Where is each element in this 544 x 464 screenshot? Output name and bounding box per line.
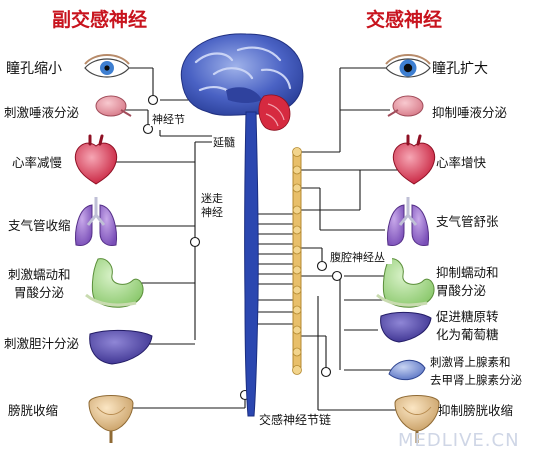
label-heart-rate-fast: 心率增快 [436,155,487,170]
label-gastric-acid-right: 胃酸分泌 [436,283,487,298]
label-stimulate-saliva: 刺激唾液分泌 [4,105,80,120]
label-inhibit-bladder: 抑制膀胱收缩 [438,403,513,418]
title-parasympathetic: 副交感神经 [52,8,147,31]
ganglion-node [331,270,343,282]
label-medulla: 延髓 [213,136,235,149]
label-vagus-1: 迷走 [201,192,223,205]
label-pupil-constrict: 瞳孔缩小 [6,60,62,77]
left-eye-icon [84,54,130,78]
left-salivary-gland-icon [95,95,132,117]
spinal-cord [244,111,259,417]
right-eye-icon [385,54,431,78]
right-adrenal-gland-icon [388,359,426,381]
title-sympathetic: 交感神经 [366,8,442,31]
label-heart-rate-slow: 心率减慢 [12,155,63,170]
label-stimulate-peristalsis: 刺激蠕动和 [8,267,71,282]
label-celiac-plexus: 腹腔神经丛 [330,250,385,264]
right-heart-icon [392,134,436,185]
ganglion-node [316,260,328,272]
label-noradrenaline-secretion: 去甲肾上腺素分泌 [430,373,522,387]
sympathetic-chain [292,147,302,375]
label-inhibit-saliva: 抑制唾液分泌 [432,105,508,120]
right-bladder-icon [394,395,440,443]
label-to-glucose: 化为葡萄糖 [436,327,499,342]
label-gastric-acid: 胃酸分泌 [14,285,65,300]
right-salivary-gland-icon [387,95,424,117]
label-bronchi-dilate: 支气管舒张 [436,214,499,229]
left-liver-icon [89,329,153,365]
right-lungs-icon [387,197,429,246]
label-sympathetic-chain: 交感神经节链 [259,412,331,427]
label-bronchi-constrict: 支气管收缩 [8,218,71,233]
label-pupil-dilate: 瞳孔扩大 [432,60,488,77]
ganglion-node [320,366,332,378]
left-stomach-icon [85,258,144,308]
ganglion-node [147,94,159,106]
right-stomach-icon [376,258,435,308]
label-bladder-contract: 膀胱收缩 [8,403,58,418]
label-stimulate-adrenaline: 刺激肾上腺素和 [430,355,511,369]
label-stimulate-bile: 刺激胆汁分泌 [4,336,80,351]
label-glycogen-convert: 促进糖原转 [436,309,499,324]
label-vagus-2: 神经 [201,205,223,219]
right-liver-icon [380,311,432,343]
ganglion-node [189,236,201,248]
ganglion-node [142,123,154,135]
left-lungs-icon [75,197,117,246]
watermark: MEDLIVE.CN [398,430,520,451]
brain [180,33,304,131]
cerebellum [258,94,291,131]
label-inhibit-peristalsis: 抑制蠕动和 [436,265,499,280]
label-ganglion: 神经节 [152,112,185,126]
left-bladder-icon [88,395,134,443]
left-heart-icon [74,134,118,185]
